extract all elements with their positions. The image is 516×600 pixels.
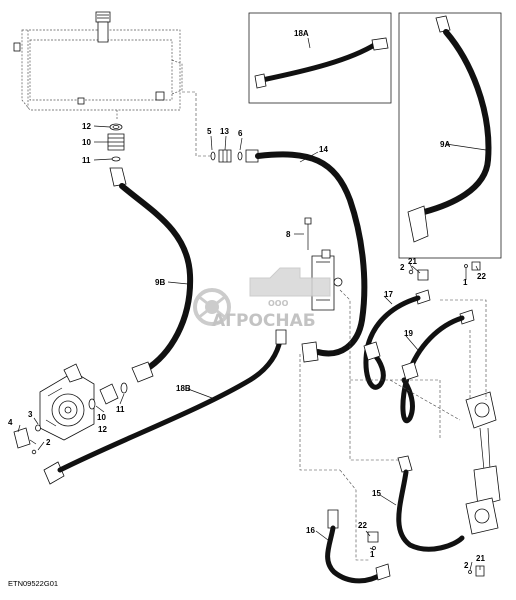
callout-18a: 18A: [294, 29, 309, 38]
hose-18b: [43, 329, 287, 485]
callout-2-left: 2: [46, 438, 51, 447]
watermark: ООО АГРОСНАБ: [193, 267, 331, 331]
leader-cooler-to-fittings: [182, 91, 212, 157]
oil-cooler: [13, 11, 183, 120]
watermark-small-text: ООО: [268, 299, 289, 308]
dashed-leaders: [299, 289, 487, 561]
callout-10-bottom: 10: [97, 413, 106, 422]
callout-22-bottom: 22: [358, 521, 367, 530]
callout-21-bottom: 21: [476, 554, 485, 563]
callout-21-top: 21: [408, 257, 417, 266]
callout-6: 6: [238, 129, 243, 138]
callout-3: 3: [28, 410, 33, 419]
callout-19: 19: [404, 329, 413, 338]
callout-18b: 18B: [176, 384, 191, 393]
cylinder-lower: [465, 497, 499, 535]
hose-17: [363, 289, 431, 390]
callout-2-top: 2: [400, 263, 405, 272]
fittings-upper-right: [408, 261, 481, 281]
hose-15: [396, 455, 465, 552]
hose-19-fitting-low: [401, 361, 419, 381]
fittings-lower-right: [367, 531, 485, 577]
fittings-5-13-6: [210, 149, 259, 163]
callout-8: 8: [286, 230, 291, 239]
callout-17: 17: [384, 290, 393, 299]
callout-labels: 12 10 11 5 13 6 14 8 9B 18B 18A 9A 17 19…: [8, 29, 486, 570]
watermark-main-text: АГРОСНАБ: [212, 311, 316, 331]
figure-code: ETN09522G01: [8, 579, 58, 588]
detail-box-9a: [398, 12, 502, 259]
callout-12-bottom: 12: [98, 425, 107, 434]
callout-22-top: 22: [477, 272, 486, 281]
callout-10-top: 10: [82, 138, 91, 147]
callout-14: 14: [319, 145, 328, 154]
callout-12-top: 12: [82, 122, 91, 131]
callout-9b: 9B: [155, 278, 165, 287]
hose-16: [325, 509, 391, 584]
cooler-fittings: [107, 123, 125, 162]
callout-16: 16: [306, 526, 315, 535]
callout-leaders: [17, 37, 487, 571]
callout-1-top: 1: [463, 278, 468, 287]
callout-11-bottom: 11: [116, 405, 125, 414]
hose-19: [400, 309, 475, 424]
callout-5: 5: [207, 127, 212, 136]
callout-9a: 9A: [440, 140, 450, 149]
callout-4: 4: [8, 418, 13, 427]
callout-13: 13: [220, 127, 229, 136]
hose-17-fitting-low: [363, 341, 381, 361]
hydraulic-pump: [13, 363, 128, 455]
hose-9b: [109, 167, 194, 383]
hose-14-end: [301, 341, 319, 363]
callout-11-top: 11: [82, 156, 91, 165]
hose-14: [255, 151, 368, 357]
detail-box-18a: [248, 12, 392, 104]
callout-1-bottom: 1: [370, 550, 375, 559]
callout-15: 15: [372, 489, 381, 498]
cylinder-upper: [465, 391, 501, 507]
callout-2-bottom: 2: [464, 561, 469, 570]
